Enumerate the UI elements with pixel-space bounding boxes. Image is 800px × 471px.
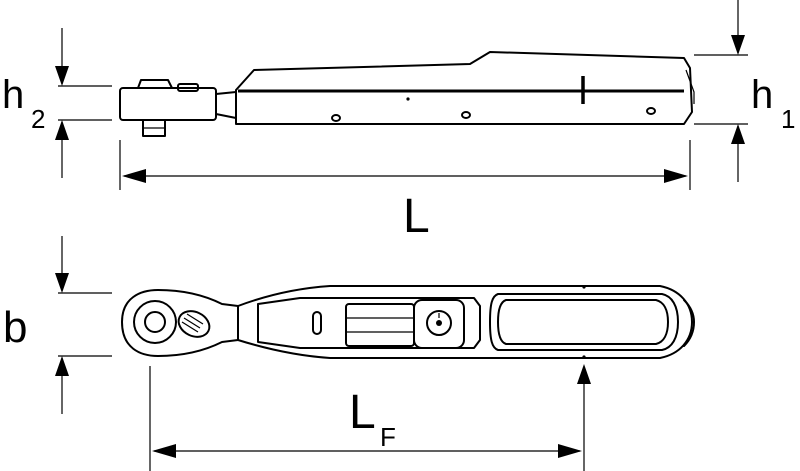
side-view <box>119 51 695 137</box>
label-h2-sub: 2 <box>31 104 45 134</box>
top-view <box>121 285 695 359</box>
top-window-slot <box>312 311 322 335</box>
top-dimensions <box>55 236 591 471</box>
top-housing <box>257 297 481 349</box>
side-ratchet-knob <box>177 83 199 92</box>
label-b: b <box>3 303 27 352</box>
top-adjust-box <box>413 299 465 349</box>
top-handle-body <box>237 285 693 359</box>
top-adjust-knob <box>426 310 452 336</box>
side-ratchet-top <box>137 79 173 89</box>
top-head <box>121 289 239 357</box>
top-drive-outer <box>133 300 177 344</box>
top-reversing-lever <box>177 310 211 338</box>
label-h2: h <box>2 73 24 117</box>
side-handle-body <box>235 51 693 125</box>
side-dimensions <box>55 0 748 190</box>
label-LF-sub: F <box>380 422 396 452</box>
label-h1: h <box>751 73 773 117</box>
side-neck <box>215 91 237 119</box>
side-ratchet-head <box>119 87 217 121</box>
label-LF: L <box>349 386 376 439</box>
label-h1-sub: 1 <box>781 104 795 134</box>
top-grip <box>489 293 679 351</box>
label-L: L <box>403 190 430 243</box>
top-drive-inner <box>144 311 166 333</box>
top-scale-window <box>345 303 415 347</box>
